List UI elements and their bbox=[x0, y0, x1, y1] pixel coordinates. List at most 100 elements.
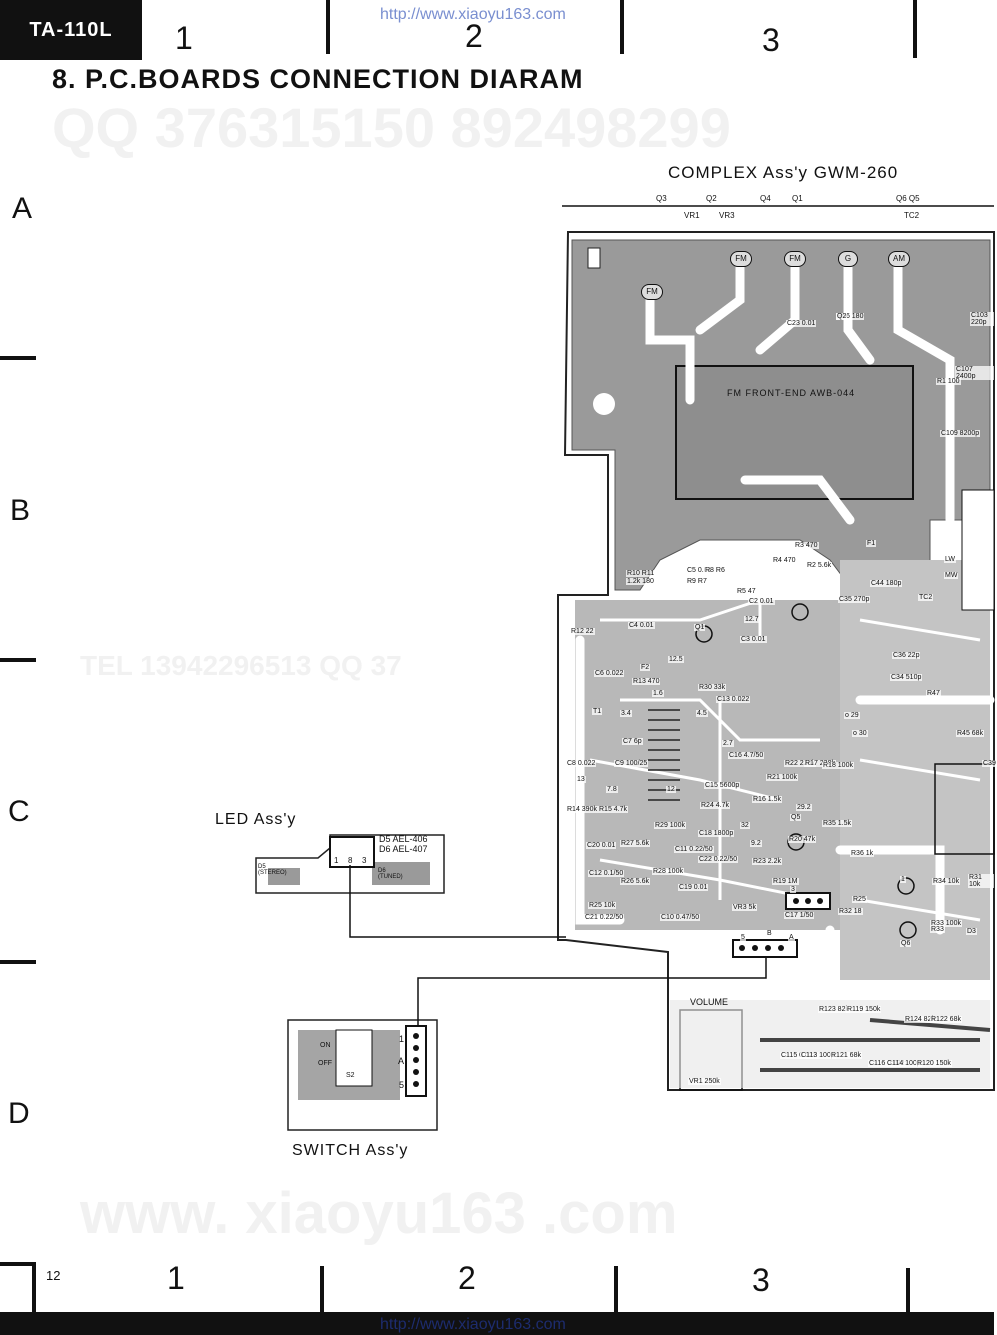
led-pin-8: 8 bbox=[348, 856, 353, 865]
component-label: MW bbox=[944, 572, 959, 579]
coil-block bbox=[934, 763, 995, 855]
fm-badge: FM bbox=[730, 251, 752, 267]
component-label: R30 33k bbox=[698, 684, 727, 691]
component-label: R27 5.6k bbox=[620, 840, 651, 847]
watermark-url-bottom[interactable]: http://www.xiaoyu163.com bbox=[380, 1316, 566, 1333]
component-label: R122 68k bbox=[930, 1016, 962, 1023]
led-d6-part: D6 AEL-407 bbox=[379, 844, 428, 854]
component-label: R33 100k bbox=[930, 920, 962, 927]
component-label: o 30 bbox=[852, 730, 868, 737]
volume-label: VOLUME bbox=[690, 997, 729, 1007]
component-label: Q2 bbox=[836, 313, 848, 320]
component-label: R47 bbox=[926, 690, 941, 697]
volume-area bbox=[670, 1000, 990, 1088]
label-q2: Q2 bbox=[706, 194, 717, 203]
component-label: C3 0.01 bbox=[740, 636, 767, 643]
led-stereo-label: D5 (STEREO) bbox=[258, 864, 287, 876]
connector-pins bbox=[739, 898, 823, 951]
label-q3: Q3 bbox=[656, 194, 667, 203]
switch-block-s3 bbox=[961, 489, 995, 611]
column-label-1-bottom: 1 bbox=[167, 1260, 185, 1296]
label-vr1: VR1 bbox=[684, 211, 700, 220]
switch-connector-pins bbox=[413, 1033, 419, 1087]
component-label: VR1 250k bbox=[688, 1078, 721, 1085]
component-label: R36 1k bbox=[850, 850, 875, 857]
switch-s2 bbox=[335, 1029, 373, 1087]
ground-badge: G bbox=[838, 251, 858, 267]
component-label: C9 100/25 bbox=[614, 760, 649, 767]
component-label: C19 0.01 bbox=[678, 884, 709, 891]
component-label: 5 bbox=[740, 934, 746, 941]
component-label: C114 100p bbox=[886, 1060, 922, 1067]
page-number: 12 bbox=[46, 1268, 61, 1283]
led-tuned-label: D6 (TUNED) bbox=[378, 868, 403, 880]
watermark-tel: TEL 13942296513 QQ 37 bbox=[80, 650, 402, 681]
component-label: R32 18 bbox=[838, 908, 863, 915]
component-label: R26 5.6k bbox=[620, 878, 651, 885]
component-label: R24 4.7k bbox=[700, 802, 731, 809]
component-label: C13 0.022 bbox=[716, 696, 751, 703]
component-label: 7.8 bbox=[606, 786, 618, 793]
fm-badge: FM bbox=[784, 251, 806, 267]
column-label-2-bottom: 2 bbox=[458, 1260, 476, 1296]
component-label: R124 82k bbox=[904, 1016, 936, 1023]
component-label: 4.5 bbox=[696, 710, 708, 717]
component-label: 1.6 bbox=[652, 690, 664, 697]
switch-pin-a: A bbox=[398, 1056, 405, 1066]
led-pin-3: 3 bbox=[362, 856, 367, 865]
component-label: Q6 bbox=[900, 940, 912, 947]
model-badge: TA-110L bbox=[0, 0, 142, 60]
component-label: R56 180 bbox=[836, 313, 865, 320]
column-divider bbox=[614, 1266, 618, 1312]
component-label: R123 82k bbox=[818, 1006, 850, 1013]
component-label: R121 68k bbox=[830, 1052, 862, 1059]
column-label-1-top: 1 bbox=[175, 20, 193, 56]
component-label: C18 1800p bbox=[698, 830, 735, 837]
component-label: R5 47 bbox=[736, 588, 757, 595]
component-label: R3 470 bbox=[794, 542, 819, 549]
row-label-d: D bbox=[8, 1097, 30, 1130]
switch-pin-5: 5 bbox=[399, 1080, 405, 1090]
watermark-www: www. xiaoyu163 .com bbox=[80, 1181, 678, 1246]
component-label: 12.5 bbox=[668, 656, 684, 663]
component-label: 3.4 bbox=[620, 710, 632, 717]
volume-traces bbox=[760, 1018, 991, 1072]
watermark-url-top[interactable]: http://www.xiaoyu163.com bbox=[380, 6, 566, 23]
led-pin-1: 1 bbox=[334, 856, 339, 865]
component-label: C7 6p bbox=[622, 738, 643, 745]
component-label: R25 10k bbox=[588, 902, 617, 909]
label-q1: Q1 bbox=[792, 194, 803, 203]
component-label: 1 bbox=[900, 876, 906, 883]
component-label: R10 R11 bbox=[626, 570, 656, 577]
component-label: 12.7 bbox=[744, 616, 760, 623]
component-label: C109 8200p bbox=[940, 430, 981, 437]
component-label: 2.7 bbox=[722, 740, 734, 747]
switch-s2-label: S2 bbox=[346, 1072, 355, 1079]
component-label: C34 510p bbox=[890, 674, 923, 681]
component-label: R31 10k bbox=[968, 874, 994, 888]
component-label: 9.2 bbox=[750, 840, 762, 847]
column-divider bbox=[620, 0, 624, 54]
component-label: Q5 bbox=[790, 814, 802, 821]
component-label: R22 220k bbox=[784, 760, 816, 767]
board-tab bbox=[587, 247, 601, 269]
component-label: R35 1.5k bbox=[822, 820, 853, 827]
connector-a bbox=[732, 939, 798, 958]
component-label: C17 1/50 bbox=[784, 912, 815, 919]
corner-bracket bbox=[32, 1262, 36, 1312]
component-label: R18 100k bbox=[822, 762, 854, 769]
component-label: C44 180p bbox=[870, 580, 903, 587]
component-label: R45 68k bbox=[956, 730, 985, 737]
component-label: F1 bbox=[866, 540, 877, 547]
label-q6-q5: Q6 Q5 bbox=[896, 194, 920, 203]
component-label: R34 10k bbox=[932, 878, 961, 885]
component-label: C36 22p bbox=[892, 652, 921, 659]
component-label: R2 5.6k bbox=[806, 562, 833, 569]
component-label: R120 150k bbox=[916, 1060, 952, 1067]
component-label: R23 2.2k bbox=[752, 858, 783, 865]
front-end-label: FM FRONT-END AWB-044 bbox=[727, 388, 856, 398]
component-label: R12 22 bbox=[570, 628, 595, 635]
component-label: D3 bbox=[966, 928, 977, 935]
component-label: C113 100p bbox=[800, 1052, 836, 1059]
